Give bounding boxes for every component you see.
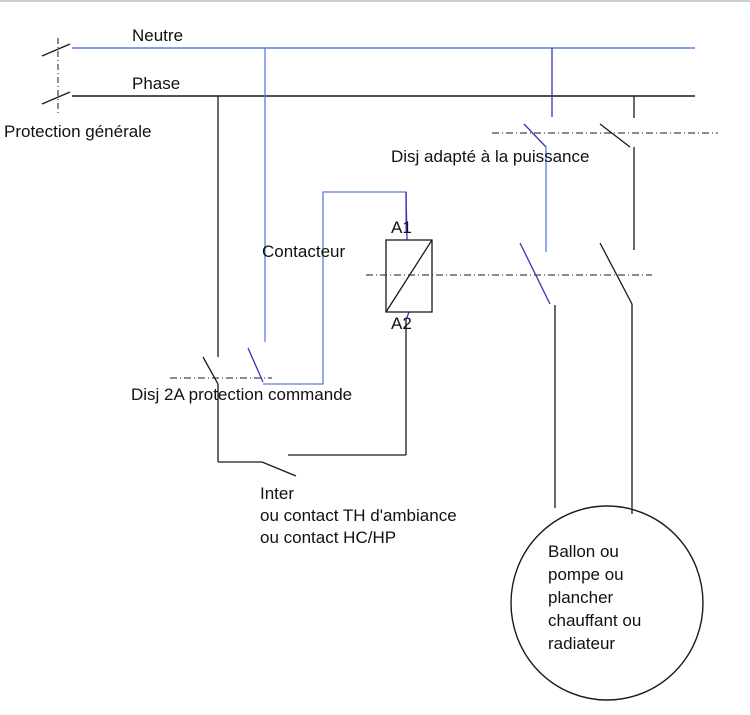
- a1-terminal: [405, 191, 408, 241]
- command-breaker-label: Disj 2A protection commande: [131, 385, 353, 404]
- general-protection-blade-bottom: [41, 91, 71, 105]
- general-protection-label: Protection générale: [4, 122, 152, 141]
- load-label: Ballon ou pompe ou plancher chauffant ou…: [548, 542, 642, 653]
- power-breaker-label: Disj adapté à la puissance: [391, 147, 590, 166]
- contactor-coil-diagonal: [385, 239, 433, 313]
- command-breaker-blade-neutral: [247, 347, 264, 383]
- contactor-label: Contacteur: [262, 242, 346, 261]
- a2-terminal: [405, 311, 410, 321]
- contactor-blade-phase: [599, 242, 633, 305]
- phase-label: Phase: [132, 74, 181, 93]
- neutral-label: Neutre: [132, 26, 184, 45]
- contactor-blade-neutral: [519, 242, 551, 305]
- power-breaker-blade-phase: [599, 123, 631, 148]
- contactor-coil: [385, 239, 433, 313]
- command-breaker-blade-phase: [202, 356, 219, 385]
- a1-terminal-label: A1: [391, 218, 412, 237]
- load-circle: [510, 505, 704, 701]
- general-protection-blade-top: [41, 43, 71, 57]
- a2-terminal-label: A2: [391, 314, 412, 333]
- command-neutral-to-a1: [263, 191, 407, 385]
- inter-label: Inter ou contact TH d'ambiance ou contac…: [260, 484, 457, 547]
- power-breaker-blade-neutral: [523, 123, 547, 148]
- inter-blade: [261, 461, 297, 477]
